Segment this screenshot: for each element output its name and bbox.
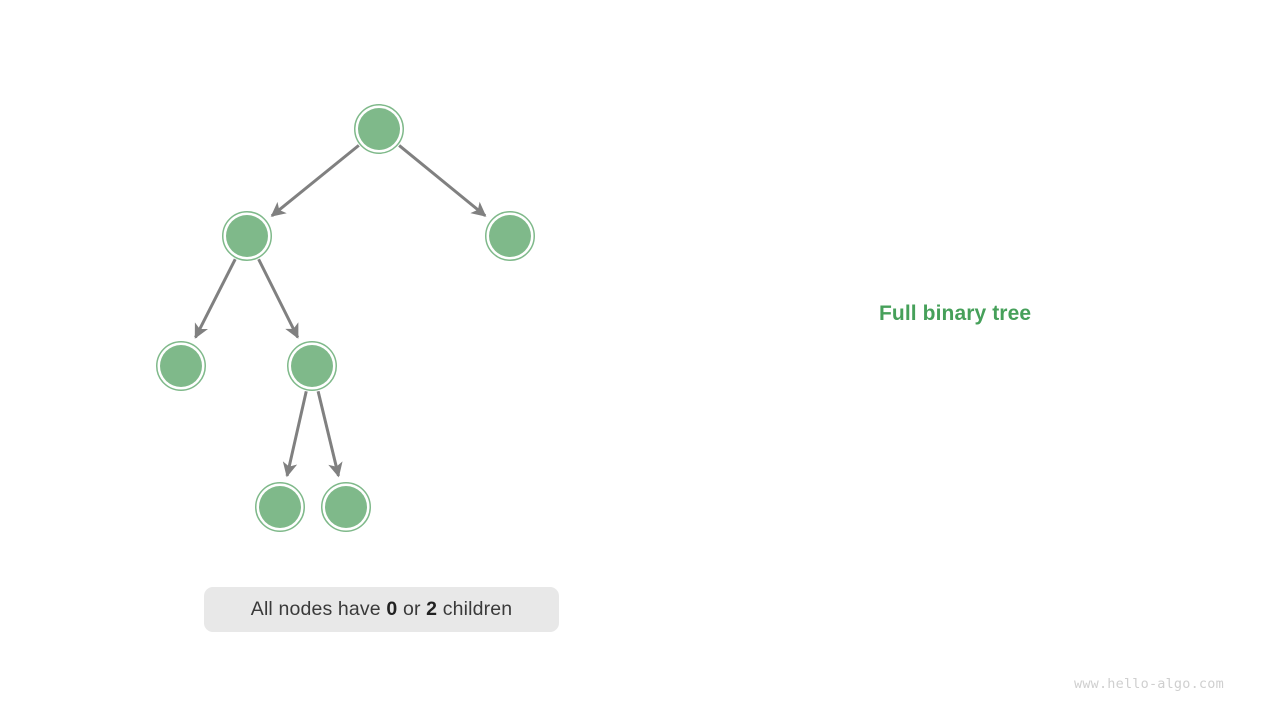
tree-node (287, 341, 337, 391)
tree-node-ring (354, 104, 404, 154)
caption-text: All nodes have 0 or 2 children (251, 598, 512, 621)
tree-node-disc (358, 108, 400, 150)
tree-node (321, 482, 371, 532)
tree-node (485, 211, 535, 261)
tree-node-disc (325, 486, 367, 528)
tree-edge (316, 390, 343, 478)
caption-prefix: All nodes have (250, 598, 387, 620)
tree-node-ring (287, 341, 337, 391)
tree-node-ring (485, 211, 535, 261)
caption-bold-two: 2 (426, 598, 438, 620)
tree-node (222, 211, 272, 261)
tree-edge (194, 258, 237, 339)
tree-node-ring (321, 482, 371, 532)
tree-node-disc (259, 486, 301, 528)
tree-edge (257, 258, 300, 339)
tree-node-disc (489, 215, 531, 257)
tree-node (354, 104, 404, 154)
tree-node-ring (255, 482, 305, 532)
edge-layer (194, 144, 487, 478)
caption-suffix: children (437, 598, 513, 620)
tree-node (156, 341, 206, 391)
watermark: www.hello-algo.com (1074, 676, 1224, 692)
caption-bold-zero: 0 (386, 598, 398, 620)
tree-edge (270, 144, 360, 218)
tree-node-disc (291, 345, 333, 387)
tree-edge (398, 144, 487, 217)
tree-node-ring (222, 211, 272, 261)
tree-edge (282, 391, 308, 478)
tree-node (255, 482, 305, 532)
tree-node-ring (156, 341, 206, 391)
tree-node-disc (226, 215, 268, 257)
caption-middle: or (397, 598, 427, 620)
node-layer (156, 104, 535, 532)
tree-node-disc (160, 345, 202, 387)
caption-badge: All nodes have 0 or 2 children (204, 587, 559, 632)
page-title: Full binary tree (879, 302, 1032, 325)
